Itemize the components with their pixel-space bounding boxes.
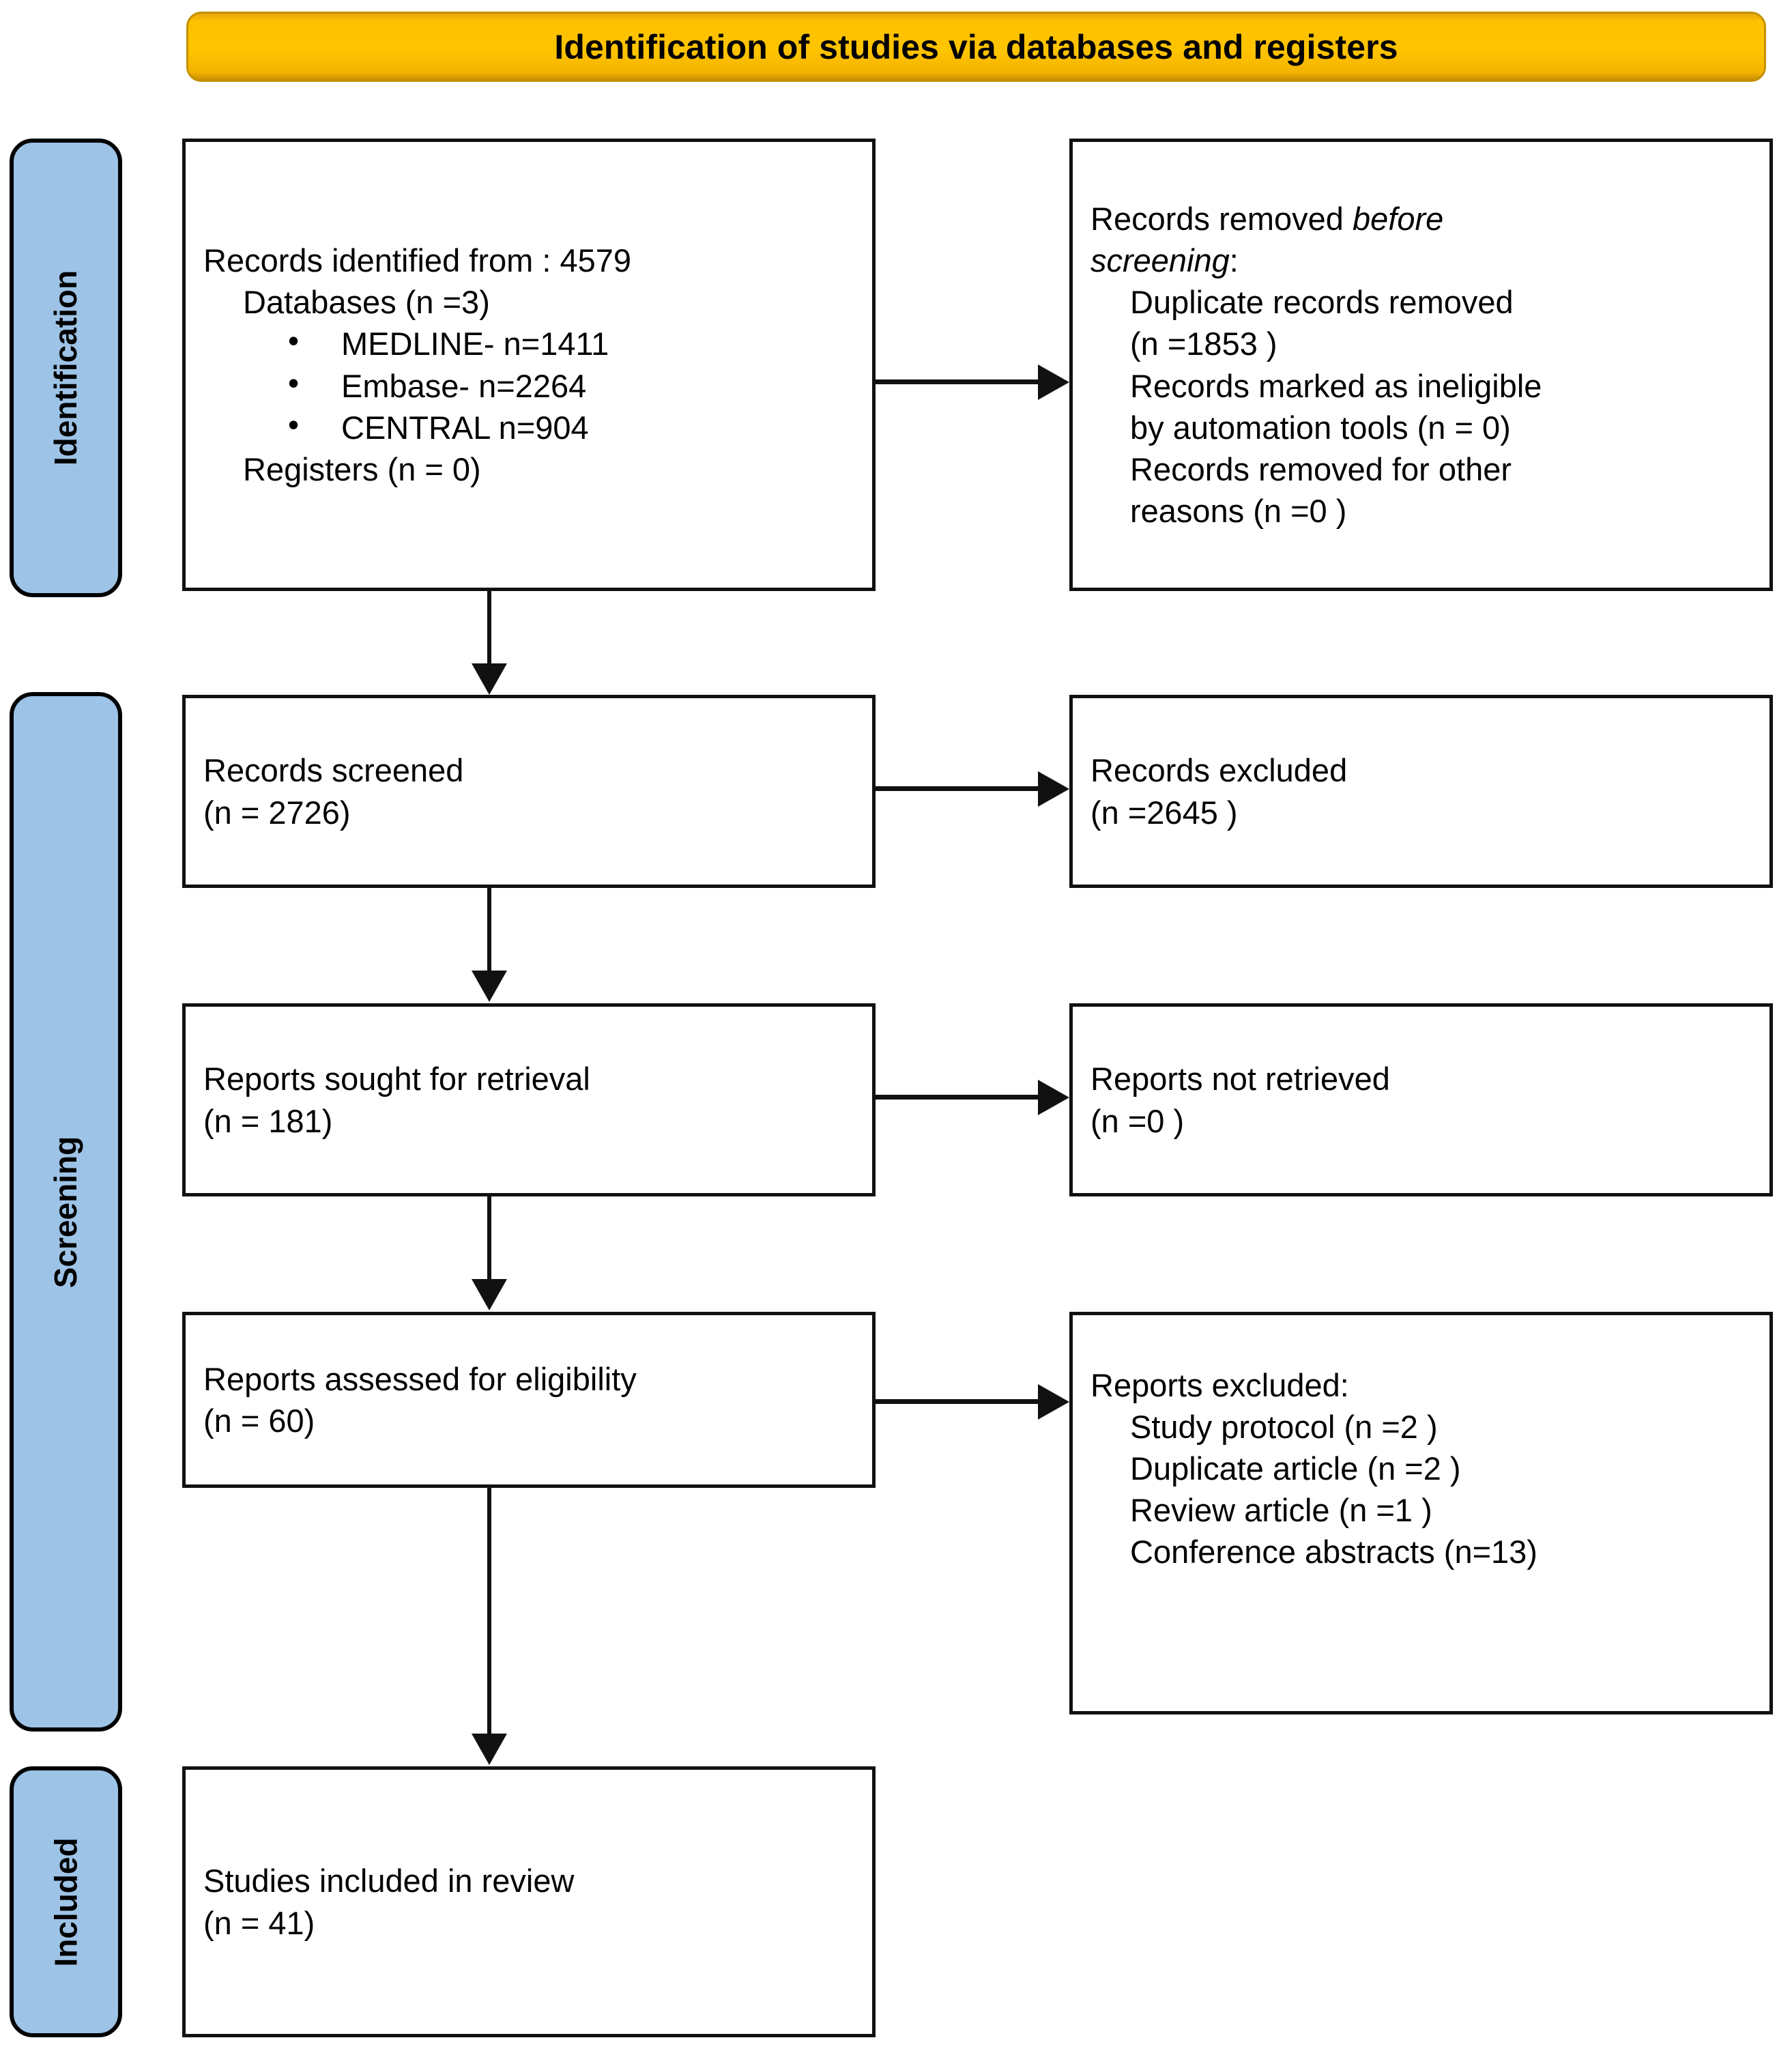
records-removed-line2-italic: screening — [1090, 242, 1230, 279]
records-screened-line2: (n = 2726) — [203, 794, 351, 831]
box-reports-assessed-text: Reports assessed for eligibility (n = 60… — [186, 1358, 872, 1441]
box-reports-not-retrieved: Reports not retrieved (n =0 ) — [1069, 1003, 1773, 1196]
reports-excluded-line3: Duplicate article (n =2 ) — [1130, 1450, 1461, 1487]
connector-identified-to-removed — [876, 379, 1046, 384]
reports-not-retrieved-line2: (n =0 ) — [1090, 1102, 1185, 1139]
records-removed-line1: Records removed before — [1090, 198, 1752, 240]
records-screened-line1: Records screened — [203, 752, 464, 789]
reports-excluded-line1: Reports excluded: — [1090, 1367, 1349, 1403]
arrowhead-screened-to-sought — [472, 971, 507, 1002]
box-records-excluded-text: Records excluded (n =2645 ) — [1073, 749, 1769, 833]
box-records-identified-text: Records identified from : 4579 Databases… — [186, 240, 872, 490]
studies-included-line1: Studies included in review — [203, 1863, 575, 1899]
records-removed-line1-italic: before — [1353, 201, 1444, 238]
arrowhead-identified-to-removed — [1038, 364, 1069, 400]
reports-sought-line1: Reports sought for retrieval — [203, 1061, 590, 1097]
list-item: Embase- n=2264 — [288, 362, 854, 407]
records-removed-line2-plain: : — [1229, 242, 1239, 279]
stage-pill-screening: Screening — [10, 692, 122, 1732]
page-title: Identification of studies via databases … — [554, 27, 1398, 66]
diagram-header-banner: Identification of studies via databases … — [186, 12, 1766, 82]
records-removed-line5: Records marked as ineligible — [1130, 367, 1542, 404]
box-records-excluded: Records excluded (n =2645 ) — [1069, 695, 1773, 888]
reports-assessed-line2: (n = 60) — [203, 1403, 315, 1439]
stage-label-included: Included — [48, 1837, 84, 1967]
list-item: MEDLINE- n=1411 — [288, 321, 854, 364]
box-records-screened-text: Records screened (n = 2726) — [186, 749, 872, 833]
list-item: CENTRAL n=904 — [288, 405, 854, 448]
arrowhead-sought-to-assessed — [472, 1279, 507, 1310]
records-removed-line1-plain: Records removed — [1090, 201, 1353, 238]
box-reports-assessed: Reports assessed for eligibility (n = 60… — [182, 1312, 876, 1488]
records-removed-line2: screening: — [1090, 240, 1752, 281]
records-identified-databases: Databases (n =3) — [243, 284, 490, 321]
stage-label-identification: Identification — [48, 270, 84, 466]
connector-sought-to-not-retrieved — [876, 1095, 1046, 1100]
stage-pill-identification: Identification — [10, 139, 122, 597]
stage-pill-included: Included — [10, 1766, 122, 2037]
reports-assessed-line1: Reports assessed for eligibility — [203, 1360, 637, 1397]
arrowhead-assessed-to-excluded — [1038, 1384, 1069, 1420]
box-records-screened: Records screened (n = 2726) — [182, 695, 876, 888]
box-reports-sought: Reports sought for retrieval (n = 181) — [182, 1003, 876, 1196]
connector-assessed-to-excluded — [876, 1399, 1046, 1404]
box-reports-sought-text: Reports sought for retrieval (n = 181) — [186, 1058, 872, 1141]
records-removed-line8: reasons (n =0 ) — [1130, 492, 1347, 529]
box-reports-excluded-text: Reports excluded: Study protocol (n =2 )… — [1073, 1315, 1769, 1573]
connector-screened-to-sought — [487, 888, 491, 973]
records-removed-line6: by automation tools (n = 0) — [1130, 409, 1511, 446]
box-studies-included: Studies included in review (n = 41) — [182, 1766, 876, 2037]
records-removed-line7: Records removed for other — [1130, 450, 1512, 487]
records-identified-database-list: MEDLINE- n=1411 Embase- n=2264 CENTRAL n… — [203, 321, 854, 448]
arrowhead-assessed-to-included — [472, 1734, 507, 1765]
box-records-removed-text: Records removed before screening: Duplic… — [1073, 198, 1769, 532]
records-removed-line3: Duplicate records removed — [1130, 284, 1514, 321]
box-reports-excluded: Reports excluded: Study protocol (n =2 )… — [1069, 1312, 1773, 1714]
records-excluded-line1: Records excluded — [1090, 752, 1348, 789]
connector-identified-to-screened — [487, 591, 491, 666]
reports-excluded-line4: Review article (n =1 ) — [1130, 1492, 1432, 1529]
connector-sought-to-assessed — [487, 1196, 491, 1282]
box-records-identified: Records identified from : 4579 Databases… — [182, 139, 876, 591]
arrowhead-sought-to-not-retrieved — [1038, 1080, 1069, 1115]
arrowhead-identified-to-screened — [472, 663, 507, 695]
reports-excluded-line5: Conference abstracts (n=13) — [1130, 1534, 1537, 1570]
connector-assessed-to-included — [487, 1488, 491, 1735]
arrowhead-screened-to-excluded — [1038, 771, 1069, 807]
stage-label-screening: Screening — [48, 1136, 84, 1288]
box-records-removed-before-screening: Records removed before screening: Duplic… — [1069, 139, 1773, 591]
box-studies-included-text: Studies included in review (n = 41) — [186, 1860, 872, 1943]
reports-excluded-line2: Study protocol (n =2 ) — [1130, 1409, 1438, 1446]
reports-sought-line2: (n = 181) — [203, 1102, 333, 1139]
studies-included-line2: (n = 41) — [203, 1904, 315, 1941]
records-identified-registers: Registers (n = 0) — [243, 450, 481, 487]
reports-not-retrieved-line1: Reports not retrieved — [1090, 1061, 1390, 1097]
records-identified-line1: Records identified from : 4579 — [203, 242, 631, 279]
connector-screened-to-excluded — [876, 786, 1046, 791]
records-removed-line4: (n =1853 ) — [1130, 326, 1277, 362]
records-excluded-line2: (n =2645 ) — [1090, 794, 1238, 831]
box-reports-not-retrieved-text: Reports not retrieved (n =0 ) — [1073, 1058, 1769, 1141]
